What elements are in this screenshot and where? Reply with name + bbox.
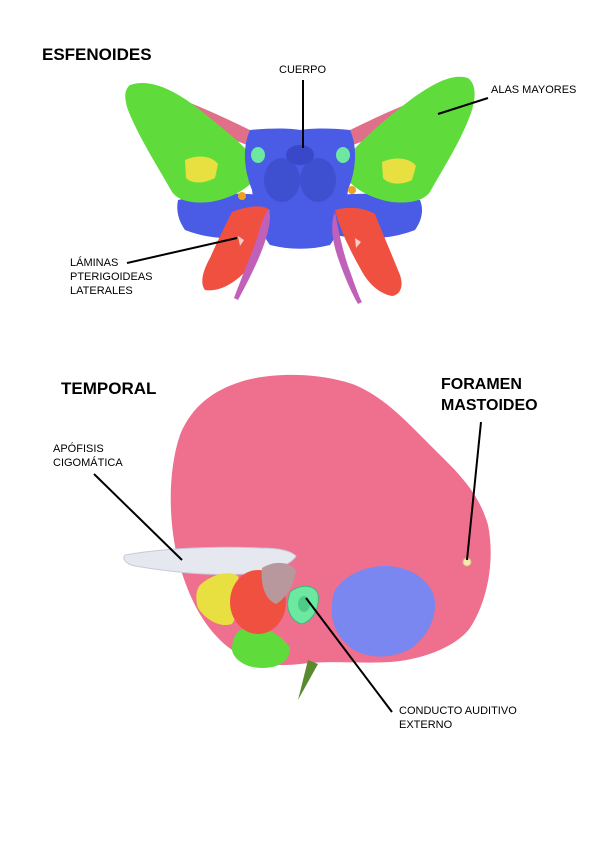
leader-greater-wings [437,97,489,115]
sphenoid-left-green-foramen [251,147,265,163]
label-zygomatic-line1: APÓFISIS [53,443,104,455]
temporal-title: TEMPORAL [61,379,157,398]
label-lateral-plates: LÁMINAS PTERIGOIDEAS LATERALES [70,256,153,298]
sphenoid-right-accent [355,238,361,248]
sphenoid-body [244,128,356,249]
leader-zygomatic [93,473,183,561]
label-auditory-canal-line2: EXTERNO [399,719,453,731]
leader-lateral-plates [126,237,238,264]
sphenoid-right-orange-dot [348,186,356,194]
temporal-mastoid-cells [261,562,296,604]
leader-auditory-canal [305,597,393,713]
temporal-bone [123,374,491,700]
label-auditory-canal: CONDUCTO AUDITIVO EXTERNO [399,704,517,732]
label-zygomatic-line2: CIGOMÁTICA [53,457,123,469]
sphenoid-body-top-notch [286,145,314,165]
temporal-styloid [298,660,318,700]
sphenoid-left-orange-dot [238,192,246,200]
label-lateral-plates-line3: LATERALES [70,285,133,297]
sphenoid-right-green-foramen [336,147,350,163]
sphenoid-bone [125,76,475,304]
label-mastoid-foramen: FORAMEN MASTOIDEO [441,374,538,416]
sphenoid-left-lateral-plate [202,206,270,291]
temporal-petrous [331,566,436,657]
label-mastoid-foramen-line2: MASTOIDEO [441,397,538,414]
sphenoid-right-medial-plate [332,212,362,304]
label-mastoid-foramen-line1: FORAMEN [441,376,522,393]
sphenoid-left-medial-plate [234,210,270,300]
sphenoid-right-lateral-plate [335,207,402,296]
temporal-green-lower [232,627,290,668]
sphenoid-right-yellow-patch [382,158,416,184]
sphenoid-title: ESFENOIDES [42,45,152,64]
sphenoid-left-greater-wing [125,82,262,203]
temporal-yellow-patch [196,573,240,626]
label-body: CUERPO [279,64,327,76]
label-greater-wings: ALAS MAYORES [491,84,577,96]
label-auditory-canal-line1: CONDUCTO AUDITIVO [399,705,517,717]
label-lateral-plates-line2: PTERIGOIDEAS [70,271,153,283]
sphenoid-body-left-lobe [264,158,300,202]
sphenoid-left-yellow-patch [185,156,218,183]
sphenoid-left-accent [238,236,244,246]
temporal-auditory-canal-inner [298,596,310,612]
sphenoid-right-greater-wing [340,76,475,203]
leader-mastoid-foramen [466,421,482,561]
sphenoid-body-right-lobe [300,158,336,202]
label-zygomatic: APÓFISIS CIGOMÁTICA [53,442,123,470]
label-lateral-plates-line1: LÁMINAS [70,257,119,269]
